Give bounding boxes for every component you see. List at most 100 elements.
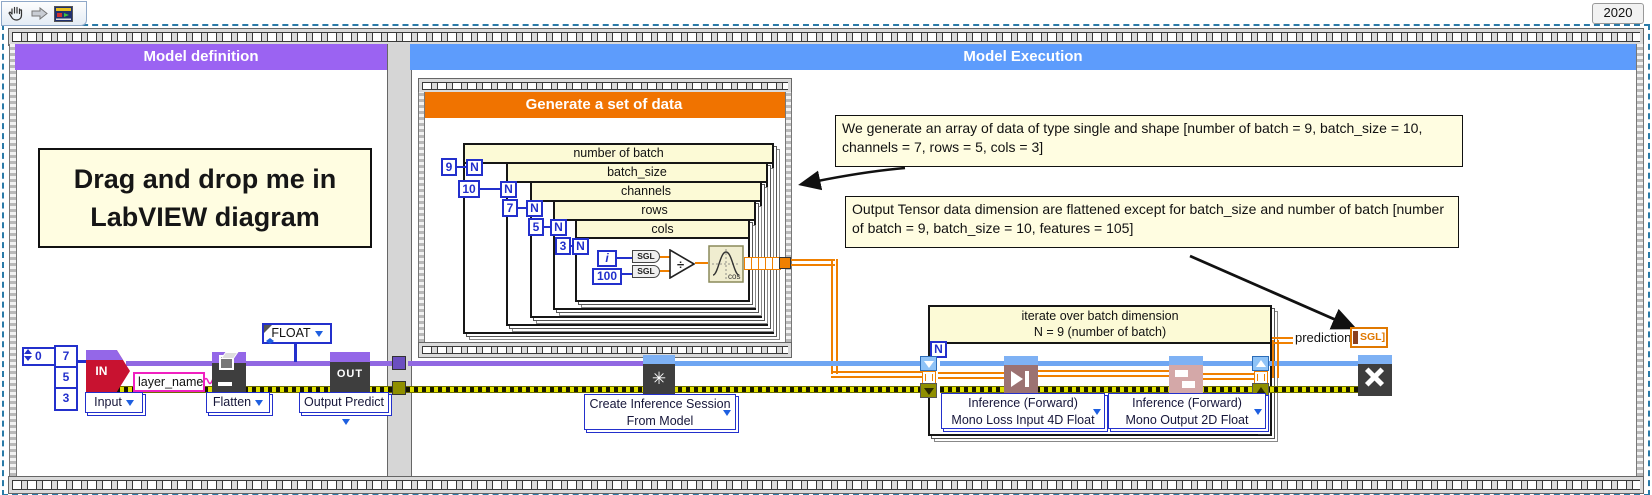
burst-icon: ✳ <box>651 369 667 388</box>
data-wire[interactable] <box>791 259 835 266</box>
array-cell[interactable]: 5 <box>56 368 76 389</box>
session-tunnel[interactable] <box>920 356 937 371</box>
sequence-bottom-border <box>8 476 1644 494</box>
dropdown-arrow-icon[interactable] <box>314 330 323 337</box>
error-wire[interactable] <box>940 386 1252 393</box>
frame-divider <box>387 44 412 476</box>
to-sgl-cast[interactable]: SGL <box>632 265 660 278</box>
play-to-end-bar <box>1025 371 1029 387</box>
session-tunnel[interactable] <box>1252 356 1269 371</box>
flatten-node[interactable] <box>212 352 246 392</box>
session-wire[interactable] <box>940 361 1252 366</box>
dropdown-arrow-icon[interactable] <box>342 418 350 425</box>
data-wire[interactable] <box>1272 340 1279 378</box>
sgl-wire[interactable] <box>660 256 670 258</box>
to-sgl-cast[interactable]: SGL <box>632 250 660 263</box>
divide-out-wire[interactable] <box>695 262 708 264</box>
count-constant[interactable]: 5 <box>528 218 544 236</box>
frame-output-tunnel[interactable] <box>779 257 791 269</box>
session-wire[interactable] <box>675 361 927 366</box>
create-session-node[interactable]: ✳ <box>643 355 675 396</box>
wire-arrow-icon[interactable] <box>31 7 48 20</box>
inference-selector-1[interactable]: Inference (Forward) Mono Loss Input 4D F… <box>941 393 1105 429</box>
data-wire[interactable] <box>1038 370 1169 377</box>
output-predict-selector[interactable]: Output Predict <box>299 392 389 425</box>
generate-frame-header: Generate a set of data <box>420 92 788 118</box>
type-wire[interactable] <box>294 344 297 362</box>
generate-frame-left <box>418 92 425 342</box>
generate-frame-bottom <box>418 342 792 358</box>
sequence-left-border <box>9 44 17 476</box>
enum-fold-icon <box>264 325 272 333</box>
blocks-icon <box>1182 381 1195 388</box>
dropdown-arrow-icon[interactable] <box>1093 409 1101 415</box>
inference-forward-node-1[interactable] <box>1004 356 1038 396</box>
dropdown-arrow-icon[interactable] <box>723 410 731 416</box>
model-wire[interactable] <box>244 361 330 366</box>
count-wire[interactable] <box>544 226 550 228</box>
count-constant[interactable]: 7 <box>502 199 518 217</box>
loop-count-terminal[interactable]: N <box>526 200 543 217</box>
loop-count-terminal[interactable]: N <box>550 219 567 236</box>
input-selector[interactable]: Input <box>85 392 143 413</box>
model-wire[interactable] <box>408 361 645 366</box>
data-wire[interactable] <box>1202 373 1254 380</box>
output-comment[interactable]: Output Tensor data dimension are flatten… <box>845 196 1459 248</box>
inference-forward-node-2[interactable] <box>1169 356 1203 396</box>
count-wire[interactable] <box>457 166 466 168</box>
model-wire[interactable] <box>126 361 212 366</box>
model-output-node[interactable]: OUT <box>330 352 370 392</box>
array-cell[interactable]: 3 <box>56 389 76 409</box>
cosine-node[interactable]: cos <box>708 245 744 283</box>
layer-name-string[interactable]: layer_name <box>133 372 205 392</box>
dropdown-arrow-icon[interactable] <box>1254 409 1262 415</box>
count-wire[interactable] <box>480 188 500 190</box>
count-constant[interactable]: 10 <box>458 180 480 198</box>
loop-count-terminal[interactable]: N <box>572 238 589 255</box>
generate-frame-right <box>785 92 792 342</box>
sequence-right-border <box>1636 44 1644 476</box>
data-wire[interactable] <box>831 371 926 378</box>
loop-count-terminal[interactable]: N <box>500 181 517 198</box>
prediction-label[interactable]: prediction <box>1293 330 1354 345</box>
floating-toolbar <box>1 1 87 26</box>
index-spinner-icon[interactable] <box>24 349 32 364</box>
error-wire[interactable] <box>1266 386 1358 393</box>
generate-comment[interactable]: We generate an array of data of type sin… <box>835 115 1463 167</box>
shape-array-constant[interactable]: 7 5 3 <box>54 345 78 411</box>
dropdown-arrow-icon[interactable] <box>125 399 134 406</box>
drag-drop-note[interactable]: Drag and drop me in LabVIEW diagram <box>38 148 372 248</box>
divide-node[interactable]: ÷ <box>669 249 695 279</box>
shape-wire[interactable] <box>78 360 88 363</box>
dropdown-arrow-icon[interactable] <box>255 399 264 406</box>
inference-selector-2[interactable]: Inference (Forward) Mono Output 2D Float <box>1108 393 1266 429</box>
hand-tool-icon[interactable] <box>8 5 25 22</box>
count-constant[interactable]: 9 <box>441 158 457 176</box>
blocks-icon <box>1175 370 1188 377</box>
prediction-indicator[interactable]: SGL] <box>1350 327 1388 348</box>
model-wire-tunnel[interactable] <box>392 356 406 370</box>
model-wire[interactable] <box>366 361 398 366</box>
session-wire[interactable] <box>1266 361 1358 366</box>
iteration-terminal[interactable]: i <box>597 250 617 267</box>
model-definition-header: Model definition <box>15 44 387 70</box>
loop-count-terminal[interactable]: N <box>466 159 483 176</box>
sgl-wire[interactable] <box>660 270 670 272</box>
count-constant[interactable]: 3 <box>555 237 571 255</box>
iter-wire[interactable] <box>617 257 632 259</box>
data-wire[interactable] <box>938 372 1004 379</box>
count-wire[interactable] <box>518 207 526 209</box>
error-wire-tunnel[interactable] <box>392 381 406 395</box>
vi-icon[interactable] <box>54 5 73 22</box>
loop-count-terminal[interactable]: N <box>930 341 947 358</box>
float-type-enum[interactable]: FLOAT <box>262 323 332 344</box>
data-wire[interactable] <box>831 259 838 374</box>
const-wire[interactable] <box>622 273 632 275</box>
array-cell[interactable]: 7 <box>56 347 76 368</box>
destroy-session-node[interactable] <box>1358 355 1392 396</box>
divisor-constant[interactable]: 100 <box>592 268 622 285</box>
flatten-selector[interactable]: Flatten <box>206 392 270 413</box>
create-session-selector[interactable]: Create Inference Session From Model <box>584 394 736 430</box>
svg-text:cos: cos <box>728 272 740 281</box>
error-tunnel[interactable] <box>920 383 937 398</box>
